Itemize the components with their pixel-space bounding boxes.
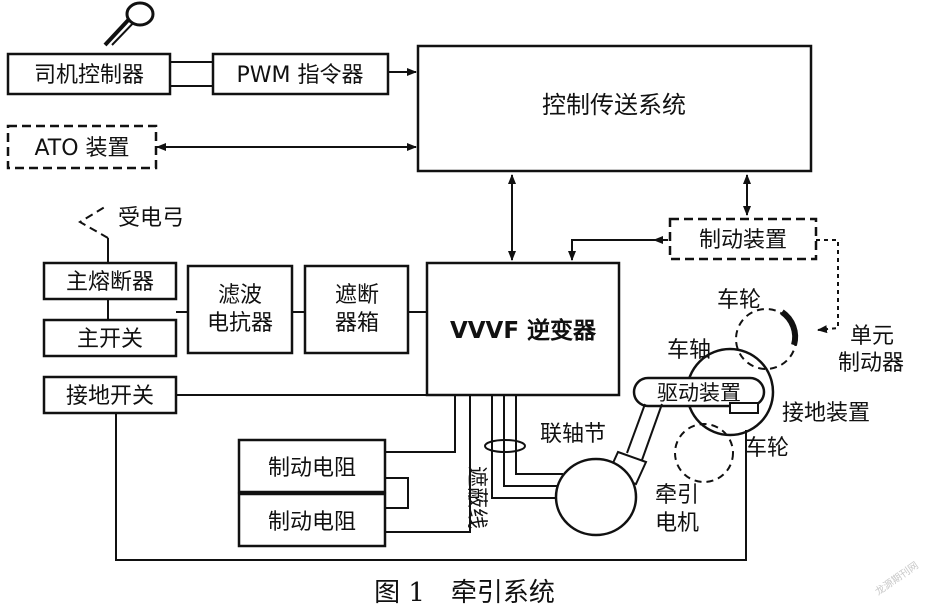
vvvf-inverter-box [425,261,621,397]
figure-number: 图 1 [374,578,425,608]
main-fuse-box [42,261,178,301]
ground-return-line [115,413,747,561]
driver-controller-label: 司机控制器 [34,63,144,88]
figure-caption: 图 1 牵引系统 [0,572,929,609]
brake-device-label: 制动装置 [699,228,787,253]
filter-reactor-box [186,264,294,355]
motor-feeder-wires [491,395,563,499]
coupling-label: 联轴节 [540,422,606,447]
unit-brake-label-2: 制动器 [838,351,904,376]
traction-motor-icon [554,457,638,537]
ato-label: ATO 装置 [34,136,129,161]
control-system-box [416,44,813,173]
figure-title: 牵引系统 [450,578,555,608]
axle-label: 车轴 [667,338,711,363]
drive-device-label: 驱动装置 [657,381,741,405]
pantograph-icon [78,204,109,239]
ground-switch-label: 接地开关 [66,384,154,409]
brake-resistor-1-label: 制动电阻 [268,456,356,481]
control-system-label: 控制传送系统 [542,91,686,119]
wheel-bottom-label: 车轮 [745,436,789,461]
shield-wire-label: 遮蔽线 [465,466,489,529]
motor-label-1: 牵引 [655,483,699,508]
grounding-device-icon [729,402,759,414]
drive-device-box [632,376,766,408]
main-fuse-label: 主熔断器 [66,270,154,295]
main-switch-box [42,318,178,358]
pwm-label: PWM 指令器 [237,63,364,88]
filter-reactor-label-2: 电抗器 [207,311,273,336]
shield-ring-icon [484,439,526,453]
breaker-label-1: 遮断 [335,283,379,308]
controller-handle-icon [103,1,155,47]
main-switch-label: 主开关 [77,327,143,352]
wheel-bottom-icon [674,423,734,483]
brake-resistor-1-box [237,438,387,494]
pantograph-label: 受电弓 [118,206,184,231]
motor-label-2: 电机 [655,511,699,536]
breaker-label-2: 器箱 [335,311,379,336]
unit-brake-label-1: 单元 [850,324,894,349]
vvvf-inverter-label: VVVF 逆变器 [450,317,597,344]
filter-reactor-label-1: 滤波 [218,283,262,308]
brake-device-box [668,217,818,261]
driver-controller-box [6,52,172,96]
wheel-top-icon [735,308,799,370]
wheel-top-label: 车轮 [717,288,761,313]
breaker-box [303,264,410,355]
brake-resistor-2-label: 制动电阻 [268,510,356,535]
grounding-device-label: 接地装置 [782,401,870,426]
pwm-box [211,52,390,96]
brake-resistor-2-box [237,492,387,548]
